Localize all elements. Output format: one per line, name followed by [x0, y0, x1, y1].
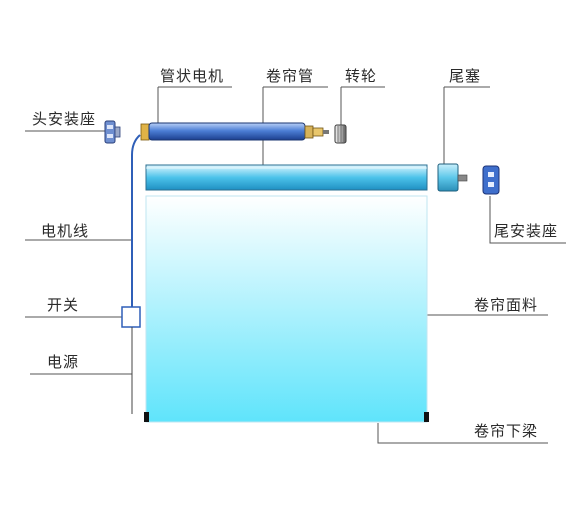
end-plug-label: 尾塞	[449, 67, 482, 85]
leader-bottom-rail	[377, 423, 548, 444]
bottom-rail-label: 卷帘下梁	[474, 422, 539, 440]
fabric-label: 卷帘面料	[474, 296, 539, 314]
drive-wheel-label: 转轮	[345, 67, 378, 85]
head-mount-bracket	[104, 120, 121, 144]
tubular-motor-label: 管状电机	[160, 67, 225, 85]
head-mount-label: 头安装座	[32, 110, 97, 128]
tail-mount-label: 尾安装座	[494, 222, 559, 240]
bottom-rail	[144, 412, 429, 422]
power-label: 电源	[47, 353, 80, 371]
leader-tail-mount	[489, 196, 566, 244]
roller-tube-label: 卷帘管	[266, 67, 315, 85]
motor-cable	[131, 134, 141, 308]
drive-wheel	[334, 124, 347, 144]
tail-mount-bracket	[482, 165, 500, 195]
motor-cable-label: 电机线	[41, 222, 90, 240]
leader-drive-wheel	[340, 86, 385, 125]
leader-end-plug	[443, 86, 490, 168]
end-plug	[437, 163, 468, 192]
leader-tubular-motor	[157, 86, 232, 124]
tubular-motor	[140, 122, 329, 141]
switch-label: 开关	[47, 296, 80, 314]
blind-fabric	[145, 195, 428, 423]
wall-switch	[121, 306, 141, 328]
roller-tube	[145, 164, 428, 191]
